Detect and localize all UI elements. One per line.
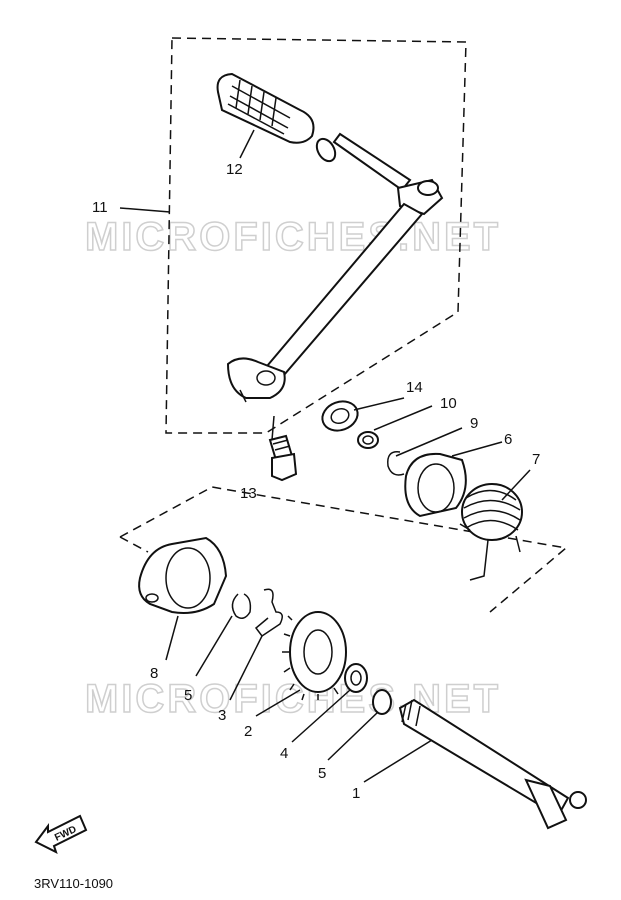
callout-14: 14 [406,379,423,396]
callout-8: 8 [150,665,158,682]
clip-spring [254,588,283,638]
kick-case-region-box [119,486,568,613]
kick-lever-assembly-box [165,37,467,434]
washer-10 [357,431,379,449]
kick-case-region-box-lower [119,536,149,553]
callout-12: 12 [226,161,243,178]
callout-1: 1 [352,785,360,802]
watermark-bottom: MICROFICHES.NET [85,677,501,721]
callout-13: 13 [240,485,257,502]
fwd-arrow-icon: FWD [34,814,88,854]
kick-grip [216,72,315,144]
callout-10: 10 [440,395,457,412]
kick-case [138,536,228,614]
callout-5-lower: 5 [318,765,326,782]
callout-6: 6 [504,431,512,448]
pinch-bolt [268,434,298,482]
callout-7: 7 [532,451,540,468]
kick-lever-arm [226,132,444,403]
callout-5-upper: 5 [184,687,192,704]
callout-3: 3 [218,707,226,724]
callout-11: 11 [92,199,108,216]
callout-4: 4 [280,745,288,762]
callout-2: 2 [244,723,252,740]
washer-4 [344,663,368,693]
torsion-spring [459,483,523,581]
circlip-9 [387,451,405,476]
kick-axle [398,698,587,830]
bearing [321,400,359,432]
circlip-5-lower [372,689,392,715]
circlip-5-upper [231,593,252,619]
kick-gear [282,611,347,701]
watermark-top: MICROFICHES.NET [85,215,501,259]
callout-9: 9 [470,415,478,432]
leader-lines [119,129,531,783]
spring-cover [404,452,467,518]
document-code: 3RV110-1090 [34,876,113,891]
